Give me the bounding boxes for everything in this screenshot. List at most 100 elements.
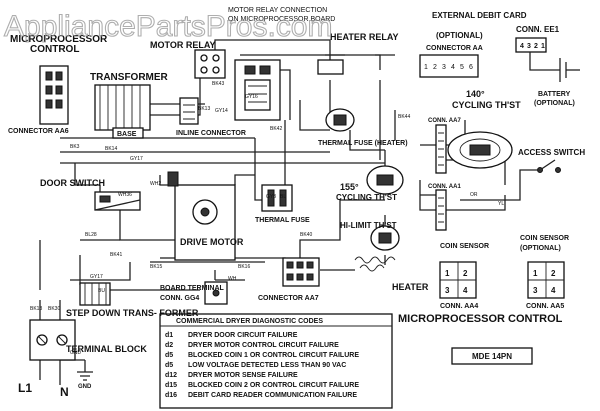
- cycling-thermostat-155: [366, 165, 404, 195]
- pin: 5: [460, 64, 464, 71]
- diag-code: d5: [165, 352, 173, 359]
- diag-code: d2: [165, 342, 173, 349]
- diag-code: d5: [165, 362, 173, 369]
- wire-tag: GY17: [130, 156, 143, 162]
- battery-optional-label: (OPTIONAL): [534, 100, 575, 107]
- thermal-fuse-heater-label: THERMAL FUSE (HEATER): [318, 140, 408, 147]
- pin: 3: [527, 43, 531, 50]
- debit-pins: 1 2 3 4 5 6: [424, 64, 473, 71]
- debit-optional-label: (OPTIONAL): [436, 31, 483, 40]
- conn-aa1-label: CONN. AA1: [428, 184, 461, 190]
- pin: 6: [469, 64, 473, 71]
- coin-sensor-aa5: [527, 261, 565, 299]
- conn-ee1-label: CONN. EE1: [516, 25, 560, 34]
- connector-aa6-label: CONNECTOR AA6: [8, 128, 69, 135]
- title-line1: MICROPROCESSOR: [10, 34, 108, 45]
- wire-tags: BK3 BK14 BK13 BK42 GY17 GY16 GY14 BK43 B…: [30, 81, 504, 356]
- wire-tag: BK15: [150, 264, 162, 270]
- wire-tag: BK3: [70, 144, 80, 150]
- pin: 1: [424, 64, 428, 71]
- n-label: N: [60, 385, 69, 399]
- wire-tag: GY3: [266, 194, 276, 200]
- wire-tag: OR: [470, 192, 478, 198]
- step-down-transformer: [79, 282, 111, 306]
- pin: 2: [433, 64, 437, 71]
- debit-card-connector: [419, 54, 479, 78]
- aa4-pins: 1 2 3 4: [445, 269, 468, 295]
- door-switch-label: DOOR SWITCH: [40, 178, 105, 188]
- on-microprocessor-board-label: ON MICROPROCESSOR BOARD: [228, 16, 335, 23]
- board-terminal-label: BOARD TERMINAL: [160, 285, 224, 292]
- model-number: MDE 14PN: [472, 352, 512, 361]
- ground-symbol: [77, 360, 93, 381]
- wire-tag: BL: [280, 194, 286, 200]
- watermark: AppliancePartsPros.com: [4, 10, 332, 43]
- ee1-pins: 4 3 2 1: [520, 43, 545, 50]
- heater-relay: [317, 54, 395, 75]
- diag-desc: BLOCKED COIN 1 OR CONTROL CIRCUIT FAILUR…: [188, 352, 359, 359]
- conn-aa4-label: CONN. AA4: [440, 303, 478, 310]
- wire-tag: BK43: [212, 81, 224, 87]
- coin-sensor-aa4: [439, 261, 477, 299]
- drive-motor: [167, 171, 236, 261]
- connector-aa6: [39, 65, 69, 125]
- diag-desc: BLOCKED COIN 2 OR CONTROL CIRCUIT FAILUR…: [188, 382, 359, 389]
- cycling-thermostat-140: [447, 131, 513, 169]
- wire-tag: BK16: [238, 264, 250, 270]
- wire-tag: BK14: [105, 146, 117, 152]
- title-line2: CONTROL: [30, 44, 79, 55]
- thermal-fuse: [261, 184, 293, 212]
- terminal-block-label: TERMINAL BLOCK: [66, 344, 147, 354]
- pin: 2: [534, 43, 538, 50]
- heater: [354, 256, 396, 272]
- motor-relay-connection-label: MOTOR RELAY CONNECTION: [228, 7, 327, 14]
- relay-board-block: [234, 59, 281, 121]
- diag-desc: DRYER DOOR CIRCUIT FAILURE: [188, 332, 298, 339]
- gnd-label: GND: [78, 384, 92, 390]
- aa5-pins: 1 2 3 4: [533, 269, 556, 295]
- diag-code: d12: [165, 372, 177, 379]
- connector-aa-label: CONNECTOR AA: [426, 45, 483, 52]
- conn-ee1: [515, 37, 547, 53]
- connector-aa7: [282, 257, 320, 287]
- pin: 4: [463, 286, 468, 295]
- pin: 2: [463, 269, 468, 278]
- transformer: [94, 84, 151, 139]
- model-box: [451, 347, 533, 365]
- wire-tag: BK40: [300, 232, 312, 238]
- thst-155-degree-label: 155°: [340, 182, 359, 192]
- pin: 4: [451, 64, 455, 71]
- coin-sensor-optional-label: (OPTIONAL): [520, 245, 561, 252]
- wire-tag: BK42: [270, 126, 282, 132]
- wire-tag: BK44: [398, 114, 410, 120]
- pin: 1: [533, 269, 538, 278]
- pin: 3: [445, 286, 450, 295]
- diag-desc: DEBIT CARD READER COMMUNICATION FAILURE: [188, 392, 357, 399]
- inline-connector-label: INLINE CONNECTOR: [176, 130, 246, 137]
- wire-tag: GY14: [215, 108, 228, 114]
- l1-label: L1: [18, 381, 32, 395]
- terminal-block: [29, 319, 76, 361]
- inline-connector: [179, 97, 199, 125]
- diag-code: d1: [165, 332, 173, 339]
- wire-tag: BL28: [85, 232, 97, 238]
- drive-motor-label: DRIVE MOTOR: [180, 237, 244, 247]
- board-terminal-gg4: [204, 281, 228, 305]
- conn-aa7-right-label: CONN. AA7: [428, 118, 461, 124]
- motor-relay: [194, 49, 226, 79]
- wire-tag: GY16: [245, 94, 258, 100]
- conn-aa7: [435, 124, 447, 174]
- wire-tag: YL: [498, 201, 504, 207]
- wire-tag: BK30: [48, 306, 60, 312]
- hi-limit-thst-label: HI-LIMIT TH'ST: [340, 221, 397, 230]
- diagnostics-frame: [159, 313, 393, 409]
- pin: 1: [541, 43, 545, 50]
- pin: 3: [533, 286, 538, 295]
- diag-desc: LOW VOLTAGE DETECTED LESS THAN 90 VAC: [188, 362, 346, 369]
- conn-aa1: [435, 189, 447, 231]
- diag-code: d15: [165, 382, 177, 389]
- pin: 4: [551, 286, 556, 295]
- transformer-label: TRANSFORMER: [90, 72, 169, 83]
